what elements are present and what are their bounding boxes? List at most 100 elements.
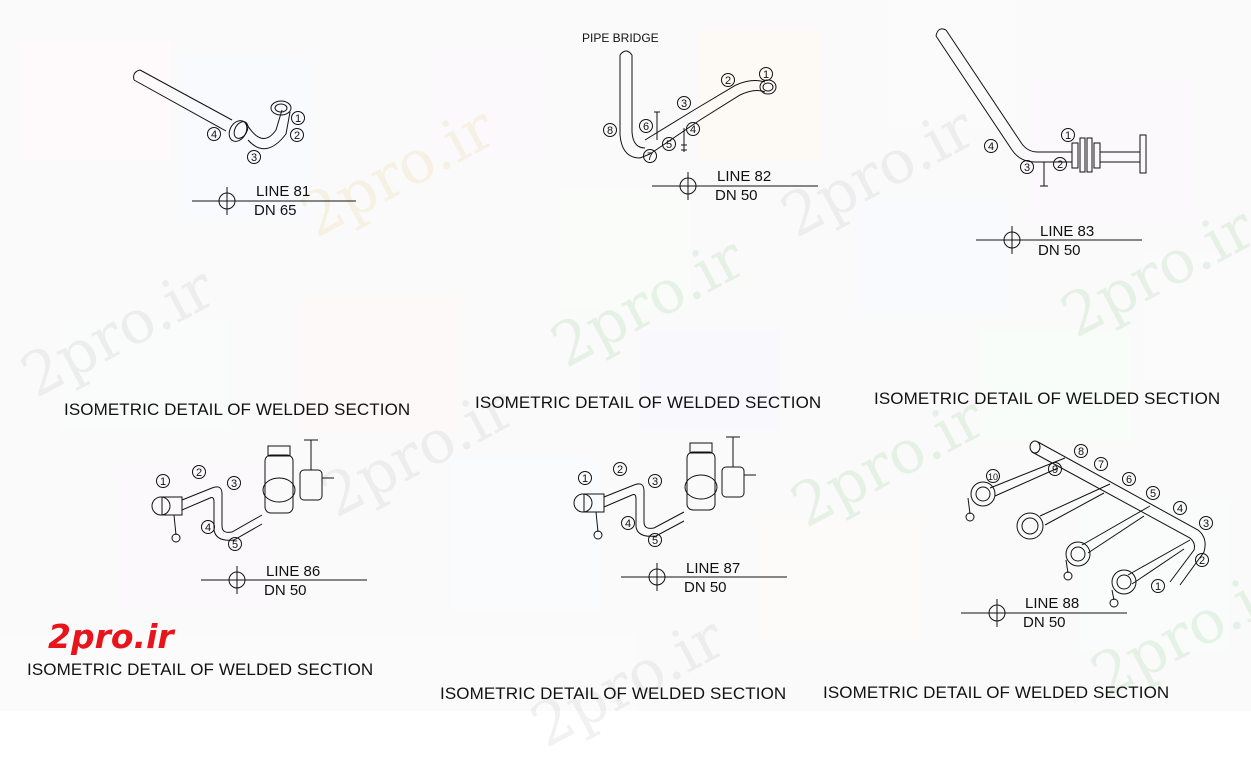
- callout-bubble: [984, 139, 998, 153]
- callout-number: 6: [643, 121, 649, 133]
- line-title-symbols: [192, 172, 1142, 627]
- callout-bubble: [639, 119, 653, 133]
- callouts-line-83: 1 2 3 4: [984, 128, 1075, 174]
- caption-line-86: ISOMETRIC DETAIL OF WELDED SECTION: [27, 660, 374, 679]
- callout-bubble: [686, 122, 700, 136]
- line-title-symbol: [192, 187, 356, 215]
- callout-bubble: [1020, 160, 1034, 174]
- site-logo: 2pro.ir: [48, 617, 174, 656]
- callout-bubble: [1094, 457, 1108, 471]
- callout-number: 1: [1155, 581, 1161, 593]
- callout-number: 1: [1065, 130, 1071, 142]
- callout-bubble: [721, 73, 735, 87]
- line-87-title: LINE 87: [686, 560, 741, 577]
- background-mosaic: [0, 0, 1251, 711]
- line-82-title: LINE 82: [717, 168, 772, 185]
- callout-number: 5: [666, 139, 672, 151]
- callout-bubble: [192, 465, 206, 479]
- callout-bubble: [1151, 579, 1165, 593]
- detail-line-88-drawing: [965, 440, 1206, 608]
- callout-bubble: [1173, 501, 1187, 515]
- callout-number: 4: [205, 522, 211, 534]
- callout-number: 8: [607, 125, 613, 137]
- line-title-symbol: [652, 172, 818, 200]
- callout-number: 2: [617, 464, 623, 476]
- detail-line-81-drawing: [133, 69, 292, 150]
- caption-line-88: ISOMETRIC DETAIL OF WELDED SECTION: [823, 683, 1170, 702]
- callout-number: 8: [1078, 446, 1084, 458]
- callout-number: 3: [1203, 518, 1209, 530]
- callout-number: 1: [763, 69, 769, 81]
- callout-bubble: [1122, 472, 1136, 486]
- callout-number: 2: [1199, 555, 1205, 567]
- callout-number: 1: [582, 473, 588, 485]
- line-88-size: DN 50: [1023, 614, 1066, 631]
- line-81-title: LINE 81: [256, 183, 311, 200]
- callout-bubble: [1195, 553, 1209, 567]
- callout-number: 1: [295, 113, 301, 125]
- callout-bubble: [290, 128, 304, 142]
- callout-bubble: [986, 469, 1000, 483]
- callout-number: 3: [652, 476, 658, 488]
- line-title-symbol: [961, 599, 1127, 627]
- callout-number: 2: [725, 75, 731, 87]
- callout-number: 3: [1024, 162, 1030, 174]
- caption-line-83: ISOMETRIC DETAIL OF WELDED SECTION: [874, 389, 1221, 408]
- callout-number: 3: [251, 152, 257, 164]
- callout-bubble: [603, 123, 617, 137]
- line-title-symbol: [976, 226, 1142, 254]
- line-title-symbol: [201, 566, 367, 594]
- callout-bubble: [1053, 157, 1067, 171]
- callout-bubble: [643, 149, 657, 163]
- line-86-size: DN 50: [264, 582, 307, 599]
- callout-number: 4: [690, 124, 696, 136]
- isometric-drawing-sheet: 1 2 3 4 1 2 3 4 5 6 7 8 1 2 3 4: [133, 28, 1213, 627]
- caption-line-82: ISOMETRIC DETAIL OF WELDED SECTION: [475, 393, 822, 412]
- callout-number: 3: [681, 98, 687, 110]
- callout-bubble: [759, 67, 773, 81]
- line-81-size: DN 65: [254, 202, 297, 219]
- pipe-bridge-note: PIPE BRIDGE: [582, 31, 659, 45]
- callout-bubble: [1048, 462, 1062, 476]
- callout-bubble: [1199, 516, 1213, 530]
- callouts-line-81: 1 2 3 4: [207, 111, 305, 164]
- callout-number: 3: [231, 478, 237, 490]
- callout-number: 4: [1177, 503, 1183, 515]
- caption-line-81: ISOMETRIC DETAIL OF WELDED SECTION: [64, 400, 411, 419]
- callout-bubble: [247, 150, 261, 164]
- callout-number: 9: [1052, 464, 1058, 476]
- detail-line-83-drawing: [935, 28, 1147, 187]
- detail-line-87-drawing: [573, 436, 756, 540]
- callout-bubble: [613, 462, 627, 476]
- line-82-size: DN 50: [715, 187, 758, 204]
- callout-bubble: [207, 127, 221, 141]
- line-86-title: LINE 86: [266, 563, 321, 580]
- callout-number: 2: [1057, 159, 1063, 171]
- callout-bubble: [1074, 444, 1088, 458]
- detail-line-82-drawing: [619, 50, 777, 159]
- callout-number: 4: [988, 141, 994, 153]
- callouts-line-87: 1 2 3 4 5: [578, 462, 662, 547]
- line-87-size: DN 50: [684, 579, 727, 596]
- callout-bubble: [677, 96, 691, 110]
- line-88-title: LINE 88: [1025, 595, 1080, 612]
- callout-number: 5: [652, 535, 658, 547]
- callout-bubble: [291, 111, 305, 125]
- callout-number: 2: [294, 130, 300, 142]
- callout-number: 5: [232, 539, 238, 551]
- callout-bubble: [156, 474, 170, 488]
- callout-bubble: [621, 516, 635, 530]
- callout-bubble: [227, 476, 241, 490]
- callout-number: 4: [625, 518, 631, 530]
- callout-number: 10: [988, 472, 998, 482]
- callout-number: 7: [1098, 459, 1104, 471]
- callout-bubble: [1061, 128, 1075, 142]
- callout-number: 4: [211, 129, 217, 141]
- callout-number: 5: [1150, 488, 1156, 500]
- callout-bubble: [578, 471, 592, 485]
- callout-number: 2: [196, 467, 202, 479]
- line-83-title: LINE 83: [1040, 223, 1095, 240]
